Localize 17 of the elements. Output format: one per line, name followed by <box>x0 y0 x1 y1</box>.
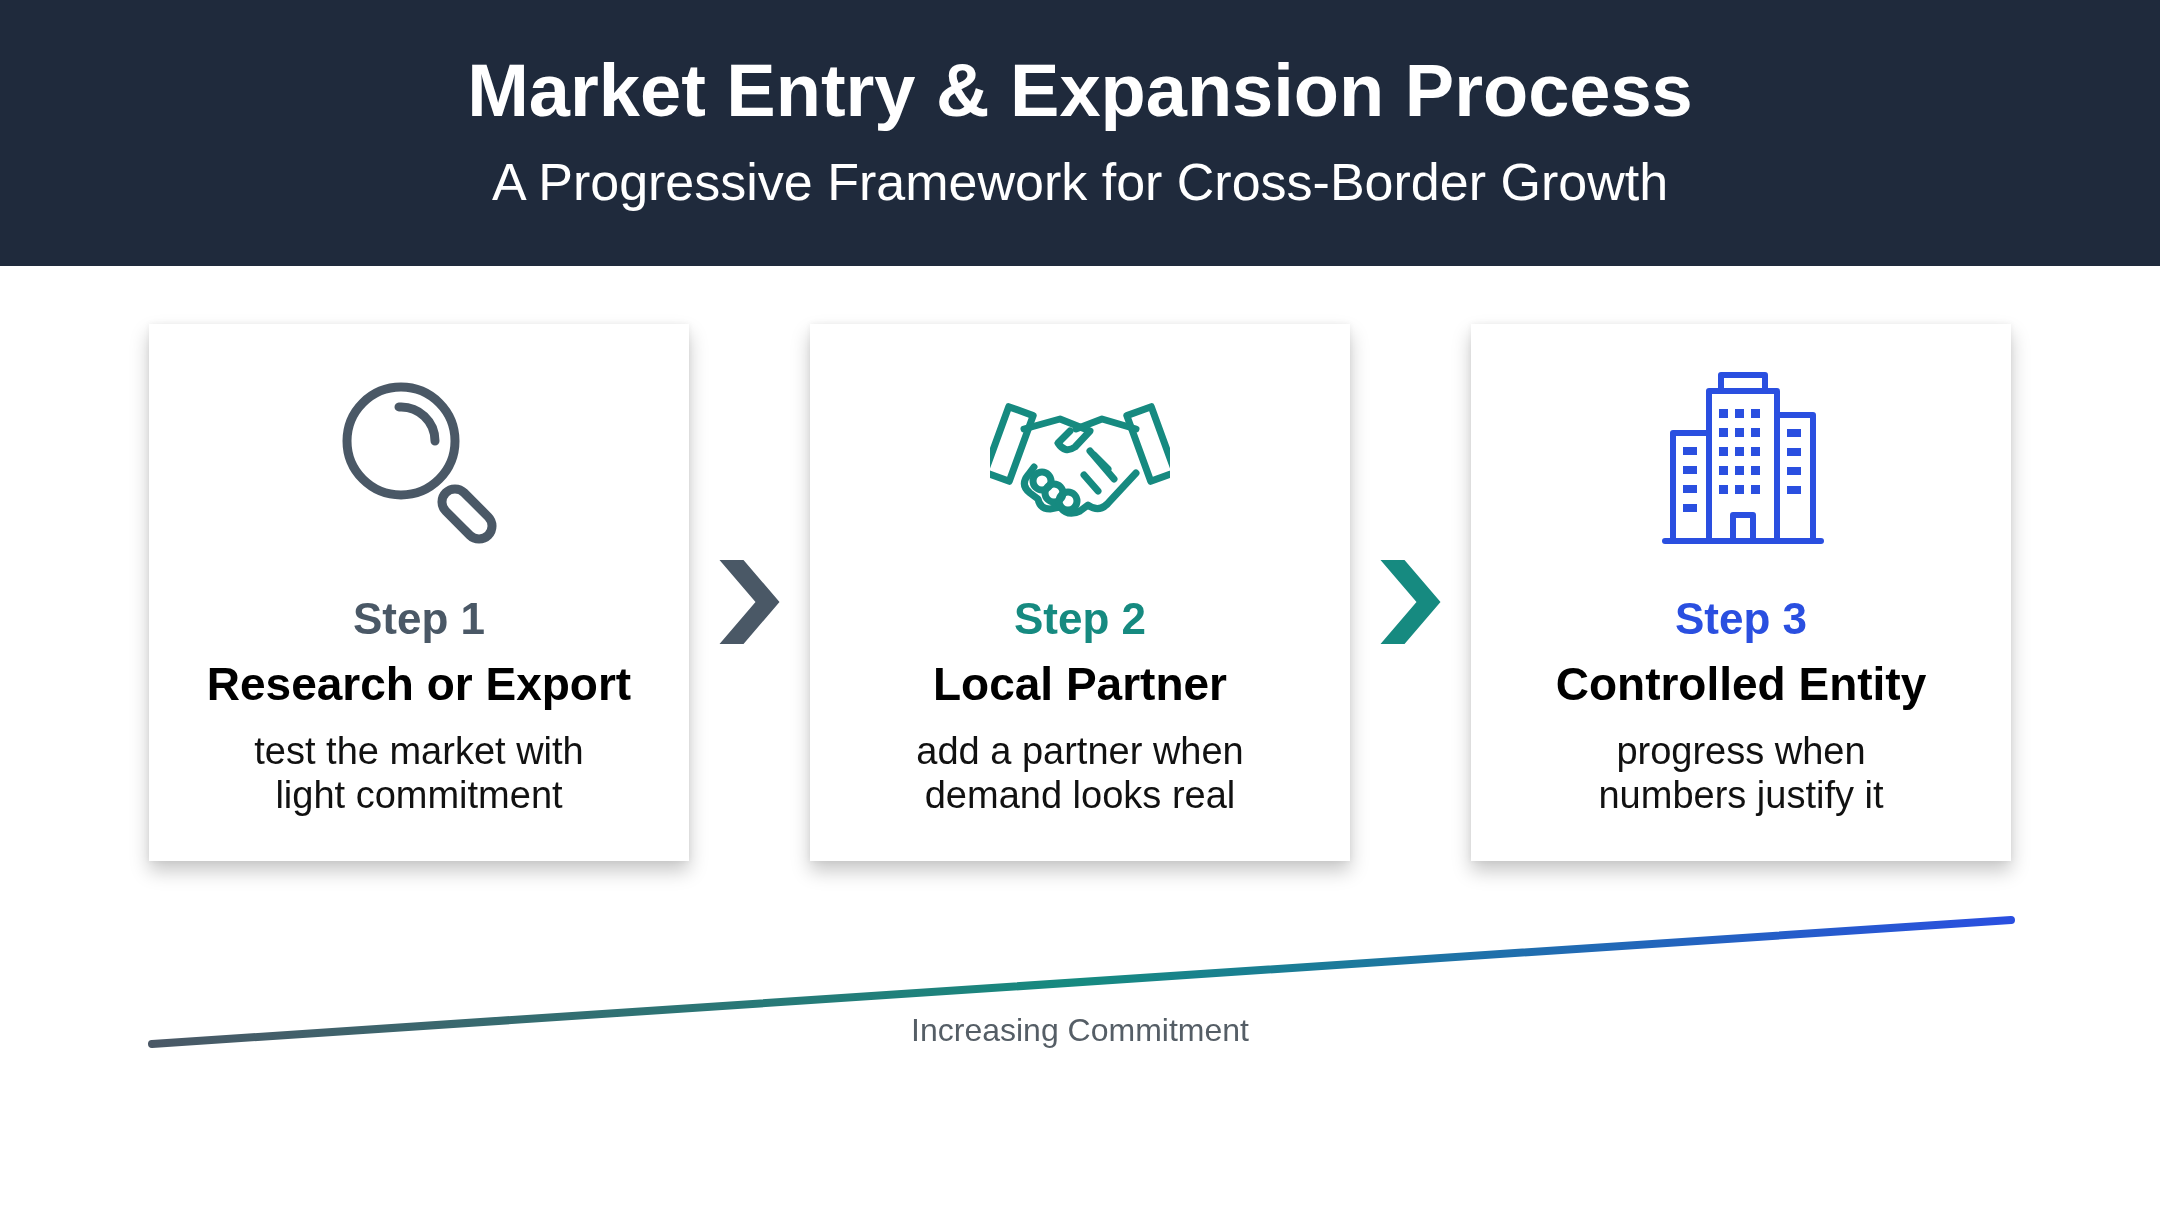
step-description: test the market with light commitment <box>253 729 585 817</box>
chevron-arrow <box>1380 560 1441 644</box>
step-title: Controlled Entity <box>1555 657 1927 711</box>
step-title: Research or Export <box>206 657 632 711</box>
step-number: Step 3 <box>1674 594 1807 644</box>
step-description: progress when numbers justify it <box>1597 729 1885 817</box>
step-card <box>1471 324 2011 861</box>
subtitle: A Progressive Framework for Cross-Border Growth <box>491 152 1669 212</box>
step-description: add a partner when demand looks real <box>915 729 1245 817</box>
step-number: Step 2 <box>1013 594 1146 644</box>
step-card <box>810 324 1350 861</box>
step-card <box>149 324 689 861</box>
step-title: Local Partner <box>933 657 1227 711</box>
step-number: Step 1 <box>352 594 485 644</box>
axis-label: Increasing Commitment <box>911 1012 1249 1049</box>
title: Market Entry & Expansion Process <box>467 48 1693 133</box>
chevron-arrow <box>719 560 780 644</box>
